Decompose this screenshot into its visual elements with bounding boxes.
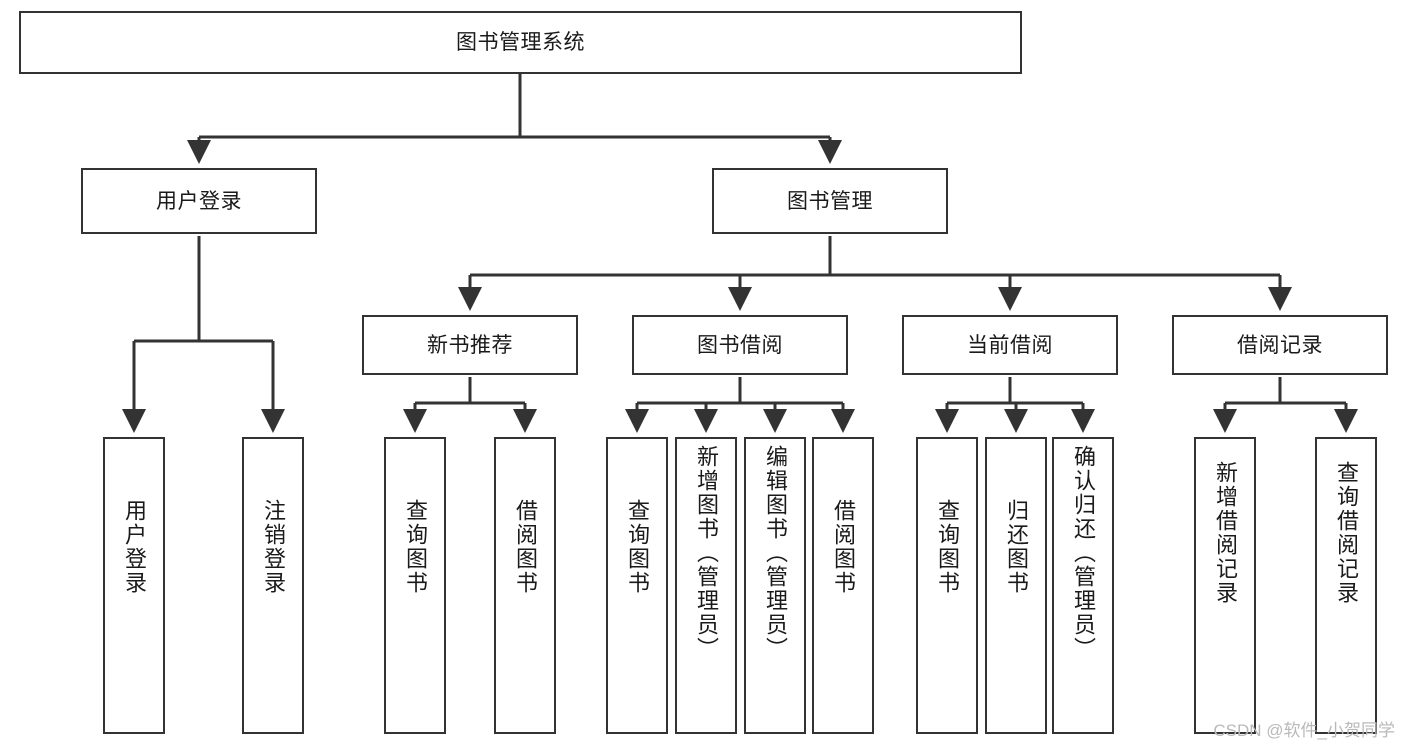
node-leaf-borrow-book-1-label: 借阅图书 — [513, 499, 538, 595]
node-leaf-borrow-book-2[interactable]: 借阅图书 — [812, 437, 874, 734]
node-new-book-recommend-label: 新书推荐 — [427, 333, 513, 357]
node-leaf-add-book-label: 新增图书（管理员） — [694, 445, 719, 661]
node-leaf-edit-book[interactable]: 编辑图书（管理员） — [744, 437, 806, 734]
node-leaf-user-login[interactable]: 用户登录 — [103, 437, 165, 734]
node-leaf-borrow-book-1[interactable]: 借阅图书 — [494, 437, 556, 734]
node-root[interactable]: 图书管理系统 — [19, 11, 1022, 74]
node-leaf-query-record-label: 查询借阅记录 — [1334, 461, 1359, 605]
node-borrow-record[interactable]: 借阅记录 — [1172, 315, 1388, 375]
csdn-watermark: CSDN @软件_小贺同学 — [1213, 721, 1395, 740]
node-leaf-confirm-return-label: 确认归还（管理员） — [1071, 445, 1096, 661]
node-leaf-query-book-1[interactable]: 查询图书 — [384, 437, 446, 734]
node-user-login[interactable]: 用户登录 — [81, 168, 317, 234]
node-book-management[interactable]: 图书管理 — [712, 168, 948, 234]
node-user-login-label: 用户登录 — [156, 189, 242, 213]
node-leaf-query-record[interactable]: 查询借阅记录 — [1315, 437, 1377, 734]
node-leaf-query-book-1-label: 查询图书 — [403, 499, 428, 595]
node-book-borrow-label: 图书借阅 — [697, 333, 783, 357]
node-leaf-edit-book-label: 编辑图书（管理员） — [763, 445, 788, 661]
node-leaf-add-record[interactable]: 新增借阅记录 — [1194, 437, 1256, 734]
node-leaf-user-login-label: 用户登录 — [122, 499, 147, 595]
node-leaf-return-book[interactable]: 归还图书 — [985, 437, 1047, 734]
node-leaf-logout-login-label: 注销登录 — [261, 499, 286, 595]
node-new-book-recommend[interactable]: 新书推荐 — [362, 315, 578, 375]
node-leaf-confirm-return[interactable]: 确认归还（管理员） — [1052, 437, 1114, 734]
node-book-borrow[interactable]: 图书借阅 — [632, 315, 848, 375]
node-leaf-logout-login[interactable]: 注销登录 — [242, 437, 304, 734]
node-leaf-add-record-label: 新增借阅记录 — [1213, 461, 1238, 605]
node-leaf-return-book-label: 归还图书 — [1004, 499, 1029, 595]
node-leaf-borrow-book-2-label: 借阅图书 — [831, 499, 856, 595]
node-leaf-query-book-2[interactable]: 查询图书 — [606, 437, 668, 734]
node-leaf-query-book-3[interactable]: 查询图书 — [916, 437, 978, 734]
node-borrow-record-label: 借阅记录 — [1237, 333, 1323, 357]
node-current-borrow[interactable]: 当前借阅 — [902, 315, 1118, 375]
node-current-borrow-label: 当前借阅 — [967, 333, 1053, 357]
node-book-management-label: 图书管理 — [787, 189, 873, 213]
node-leaf-add-book[interactable]: 新增图书（管理员） — [675, 437, 737, 734]
node-leaf-query-book-2-label: 查询图书 — [625, 499, 650, 595]
node-root-label: 图书管理系统 — [456, 31, 585, 54]
node-leaf-query-book-3-label: 查询图书 — [935, 499, 960, 595]
